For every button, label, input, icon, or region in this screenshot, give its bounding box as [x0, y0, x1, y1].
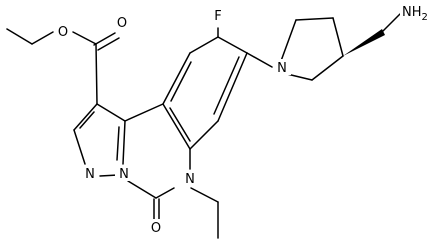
bond-ester-ch2-o — [31, 31, 54, 45]
bond-n4-c10b — [122, 120, 126, 165]
bond-ch2-nh2 — [382, 13, 401, 32]
bond-o-carbonylc — [72, 31, 97, 45]
bond-c9-c8 — [217, 36, 248, 54]
atom-n-pyrazole-2: N — [119, 167, 129, 182]
atom-labels: O O F N NH2 N N N O — [54, 4, 430, 236]
bond-c8-c7 — [217, 52, 248, 122]
atom-nh2: NH2 — [402, 5, 428, 23]
bond-n4-c10b-inner — [116, 126, 120, 161]
bond-ester-c-o-double-b — [97, 37, 120, 51]
bond-c10-c9 — [189, 36, 219, 54]
atom-n-quinazoline: N — [185, 172, 195, 187]
atom-o-carbonyl-bottom: O — [151, 221, 161, 236]
bond-c10a-c10 — [162, 52, 191, 105]
bond-c2-n3 — [73, 129, 86, 165]
bond-c10b-c10a — [124, 103, 164, 122]
bond-c7-c6a — [189, 120, 219, 150]
atom-o-carbonyl-top: O — [117, 16, 127, 31]
bond-ester-ch3-ch2 — [6, 28, 33, 45]
bond-pyr-c2-c3 — [295, 17, 334, 21]
bond-ester-c-o-double-a — [93, 32, 116, 46]
bond-carbonylc-c1 — [95, 43, 98, 105]
bond-pyr-c4-c5 — [311, 55, 344, 81]
bond-pyr-c5-n — [286, 73, 313, 81]
bond-c1-c10b — [96, 103, 126, 122]
bond-c6a-c10a-inner — [169, 107, 191, 142]
bond-c1-c2-inner — [79, 111, 95, 129]
bond-c8-c7-inner — [213, 56, 240, 115]
atom-fluorine: F — [214, 9, 221, 24]
bond-n6-ch2 — [190, 187, 219, 203]
atom-n-pyrrolidine: N — [277, 61, 287, 76]
bond-c10a-c10-inner — [170, 61, 192, 102]
atom-o-ester-alkoxy: O — [58, 25, 68, 40]
bond-c8-n-pyrrolidine — [246, 52, 273, 68]
bond-pyr-c3-c4 — [332, 17, 344, 57]
bond-c5-n6 — [155, 187, 175, 199]
atom-n-pyrazole-1: N — [85, 167, 95, 182]
bond-n4-c5 — [127, 180, 157, 199]
bond-c1-c2 — [73, 103, 98, 131]
stereo-wedge-bond — [343, 29, 385, 56]
bond-c6a-c10a — [162, 103, 191, 150]
bonds — [6, 13, 401, 239]
bond-pyr-n-c2 — [280, 19, 297, 62]
